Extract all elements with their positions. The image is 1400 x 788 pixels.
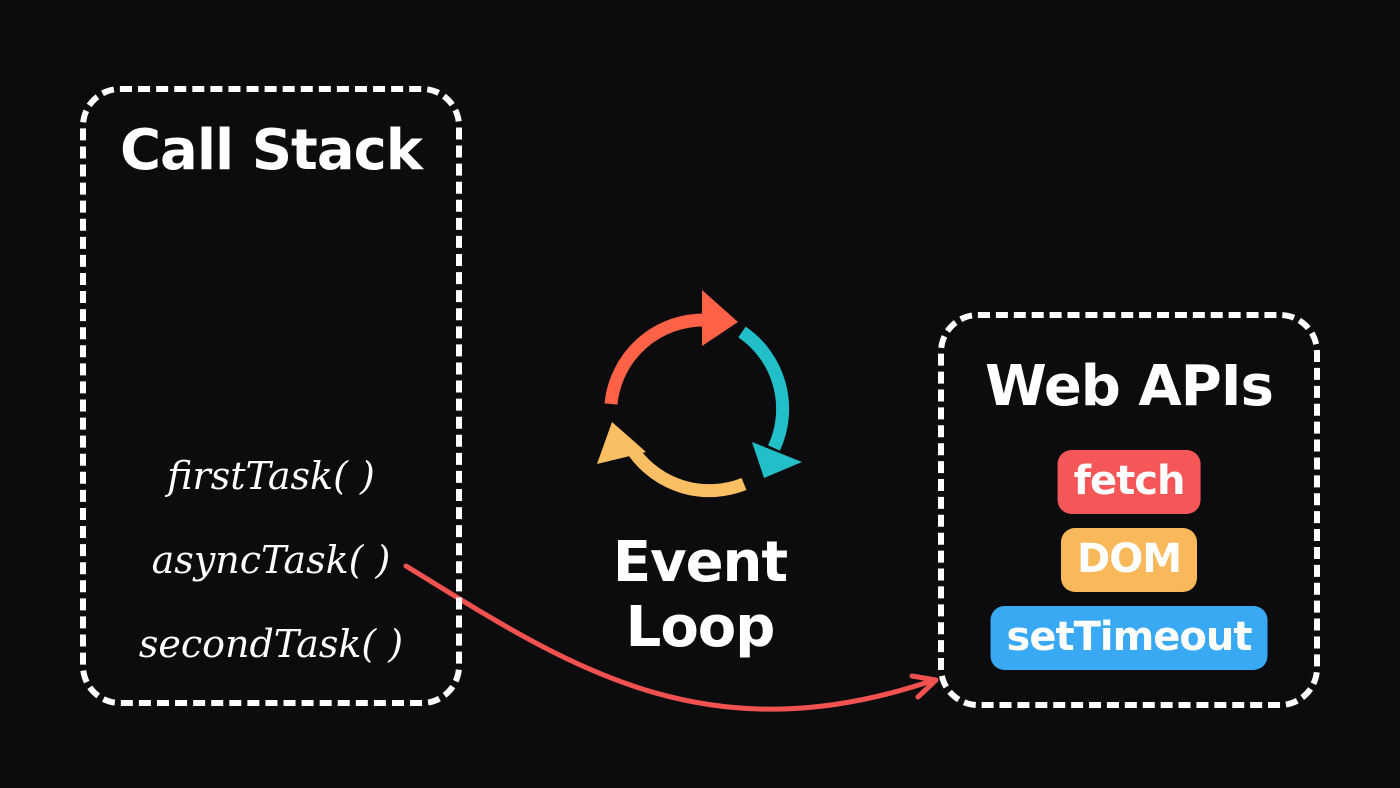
cycle-segment-top [604,313,707,405]
stack-item-async-task: asyncTask( ) [151,538,391,582]
cycle-arrowhead-right [752,442,802,478]
web-apis-box: Web APIs fetch DOM setTimeout [938,312,1320,708]
cycle-segment-left [628,448,747,498]
cycle-arrowhead-left [597,422,646,464]
cycle-segment-right [738,326,790,451]
cycle-arrowhead-top [702,290,738,346]
web-apis-title: Web APIs [985,354,1274,419]
call-stack-box: Call Stack firstTask( ) asyncTask( ) sec… [80,86,462,706]
connector-arrowhead [909,673,939,700]
stack-item-first-task: firstTask( ) [167,454,375,498]
call-stack-title: Call Stack [119,118,423,183]
connector-arrow [403,563,939,712]
api-badge-settimeout: setTimeout [990,606,1268,670]
api-badge-dom: DOM [1060,528,1198,592]
stack-item-second-task: secondTask( ) [138,622,404,666]
event-loop-label: Event Loop [612,530,788,660]
api-badge-fetch: fetch [1057,450,1201,514]
cycle-icon [597,290,802,498]
connector-curve [403,563,937,712]
